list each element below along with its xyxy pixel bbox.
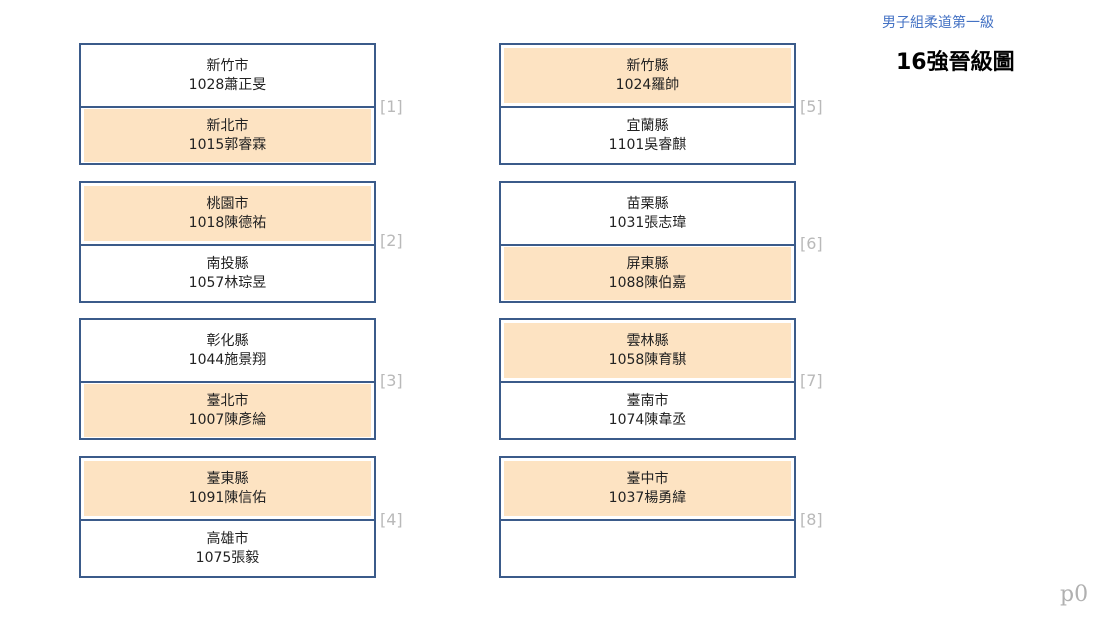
bracket-title: 16強晉級圖	[896, 50, 1015, 75]
player-name: 1088陳伯嘉	[608, 274, 687, 291]
team-name: 新北市	[206, 117, 249, 134]
team-name: 臺南市	[626, 392, 669, 409]
match-divider	[501, 519, 794, 521]
match-2-bottom-slot: 南投縣 1057林琮昱	[84, 247, 371, 300]
team-name: 桃園市	[206, 195, 249, 212]
match-3-top-slot: 彰化縣 1044施景翔	[84, 323, 371, 378]
match-number-5: [5]	[800, 97, 823, 116]
player-name: 1015郭睿霖	[188, 136, 267, 153]
player-name: 1075張毅	[195, 549, 260, 566]
match-number-6: [6]	[800, 234, 823, 253]
team-name: 彰化縣	[206, 332, 249, 349]
player-name: 1091陳信佑	[188, 489, 267, 506]
player-name: 1058陳育騏	[608, 351, 687, 368]
team-name: 新竹市	[206, 57, 249, 74]
match-5-bottom-slot: 宜蘭縣 1101吳睿麒	[504, 109, 791, 162]
page-number: p0	[1060, 582, 1089, 607]
player-name: 1018陳德祐	[188, 214, 267, 231]
match-8-bottom-slot	[504, 522, 791, 575]
match-box-1: 新竹市 1028蕭正旻 新北市 1015郭睿霖	[79, 43, 376, 165]
team-name: 臺中市	[626, 470, 669, 487]
match-divider	[501, 244, 794, 246]
match-6-bottom-slot: 屏東縣 1088陳伯嘉	[504, 247, 791, 300]
match-1-bottom-slot: 新北市 1015郭睿霖	[84, 109, 371, 162]
player-name: 1028蕭正旻	[188, 76, 267, 93]
player-name: 1101吳睿麒	[608, 136, 687, 153]
player-name: 1037楊勇緯	[608, 489, 687, 506]
team-name: 臺北市	[206, 392, 249, 409]
match-box-3: 彰化縣 1044施景翔 臺北市 1007陳彥綸	[79, 318, 376, 440]
team-name: 南投縣	[206, 255, 249, 272]
match-box-2: 桃園市 1018陳德祐 南投縣 1057林琮昱	[79, 181, 376, 303]
match-4-bottom-slot: 高雄市 1075張毅	[84, 522, 371, 575]
team-name: 雲林縣	[626, 332, 669, 349]
player-name: 1074陳韋丞	[608, 411, 687, 428]
match-divider	[81, 106, 374, 108]
match-3-bottom-slot: 臺北市 1007陳彥綸	[84, 384, 371, 437]
player-name: 1007陳彥綸	[188, 411, 267, 428]
match-box-6: 苗栗縣 1031張志瑋 屏東縣 1088陳伯嘉	[499, 181, 796, 303]
match-number-2: [2]	[380, 231, 403, 250]
team-name: 臺東縣	[206, 470, 249, 487]
team-name: 宜蘭縣	[626, 117, 669, 134]
match-7-bottom-slot: 臺南市 1074陳韋丞	[504, 384, 791, 437]
player-name: 1031張志瑋	[608, 214, 687, 231]
match-box-8: 臺中市 1037楊勇緯	[499, 456, 796, 578]
match-2-top-slot: 桃園市 1018陳德祐	[84, 186, 371, 241]
match-number-7: [7]	[800, 371, 823, 390]
team-name: 苗栗縣	[626, 195, 669, 212]
match-box-7: 雲林縣 1058陳育騏 臺南市 1074陳韋丞	[499, 318, 796, 440]
team-name: 高雄市	[206, 530, 249, 547]
match-box-4: 臺東縣 1091陳信佑 高雄市 1075張毅	[79, 456, 376, 578]
match-divider	[501, 381, 794, 383]
match-7-top-slot: 雲林縣 1058陳育騏	[504, 323, 791, 378]
player-name: 1057林琮昱	[188, 274, 267, 291]
match-box-5: 新竹縣 1024羅帥 宜蘭縣 1101吳睿麒	[499, 43, 796, 165]
match-8-top-slot: 臺中市 1037楊勇緯	[504, 461, 791, 516]
player-name: 1024羅帥	[615, 76, 680, 93]
match-divider	[81, 381, 374, 383]
match-5-top-slot: 新竹縣 1024羅帥	[504, 48, 791, 103]
match-number-1: [1]	[380, 97, 403, 116]
match-number-8: [8]	[800, 510, 823, 529]
match-number-3: [3]	[380, 371, 403, 390]
match-4-top-slot: 臺東縣 1091陳信佑	[84, 461, 371, 516]
match-number-4: [4]	[380, 510, 403, 529]
team-name: 屏東縣	[626, 255, 669, 272]
match-1-top-slot: 新竹市 1028蕭正旻	[84, 48, 371, 103]
player-name: 1044施景翔	[188, 351, 267, 368]
bracket-subtitle: 男子組柔道第一級	[882, 15, 994, 31]
match-divider	[501, 106, 794, 108]
match-divider	[81, 244, 374, 246]
team-name: 新竹縣	[626, 57, 669, 74]
match-6-top-slot: 苗栗縣 1031張志瑋	[504, 186, 791, 241]
match-divider	[81, 519, 374, 521]
